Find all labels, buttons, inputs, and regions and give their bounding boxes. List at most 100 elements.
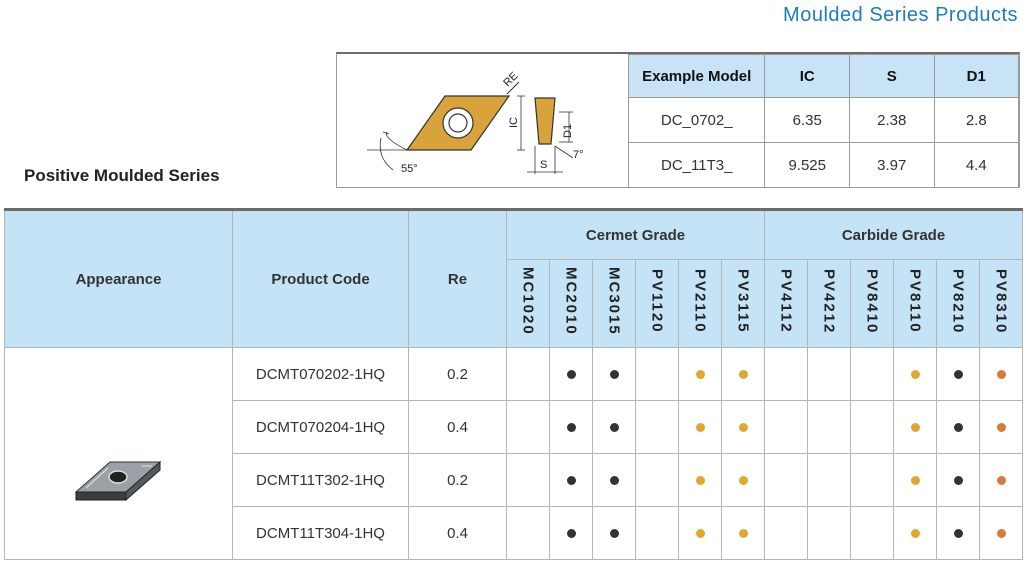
grade-availability-cell (893, 400, 937, 454)
availability-dot-gold (910, 369, 920, 379)
grade-availability-cell (893, 453, 937, 507)
grade-header-cell: PV4112 (764, 259, 808, 348)
product-code-cell: DCMT11T302-1HQ (232, 453, 409, 507)
availability-dot-gold (695, 369, 705, 379)
insert-side-shape (534, 97, 556, 145)
grade-availability-cell (506, 453, 550, 507)
grade-label: PV4112 (777, 269, 795, 334)
product-code-cell: DCMT070202-1HQ (232, 347, 409, 401)
spec-box: RE IC D1 S 7° 55° Example Model IC S (336, 52, 1020, 188)
grade-availability-cell (764, 506, 808, 560)
grade-header-cell: PV3115 (721, 259, 765, 348)
grade-availability-cell (635, 506, 679, 560)
grade-availability-cell (979, 347, 1023, 401)
grade-availability-cell (678, 453, 722, 507)
availability-dot-gold (910, 475, 920, 485)
availability-dot-gold (910, 528, 920, 538)
availability-dot-gold (738, 475, 748, 485)
spec-row: DC_11T3_ 9.525 3.97 4.4 (627, 142, 1020, 188)
header-appearance: Appearance (4, 208, 233, 348)
grade-availability-cell (592, 400, 636, 454)
re-cell: 0.2 (408, 453, 507, 507)
grade-availability-cell (936, 506, 980, 560)
grade-availability-cell (807, 453, 851, 507)
availability-dot-black (953, 369, 963, 379)
label-s: S (540, 159, 547, 171)
availability-dot-black (609, 475, 619, 485)
product-grade-table: Appearance Product Code Re Cermet Grade … (4, 208, 1023, 560)
grade-availability-cell (678, 347, 722, 401)
grade-availability-cell (936, 400, 980, 454)
availability-dot-gold (695, 422, 705, 432)
grade-header-cell: MC1020 (506, 259, 550, 348)
grade-availability-cell (635, 453, 679, 507)
availability-dot-black (566, 528, 576, 538)
grade-availability-cell (678, 506, 722, 560)
label-re: RE (501, 70, 520, 89)
re-cell: 0.4 (408, 506, 507, 560)
appearance-cell (4, 347, 233, 560)
grade-header-cell: PV2110 (678, 259, 722, 348)
grade-header-cell: MC3015 (592, 259, 636, 348)
spec-cell: DC_11T3_ (627, 142, 766, 188)
availability-dot-black (953, 528, 963, 538)
grade-availability-cell (549, 400, 593, 454)
availability-dot-gold (738, 528, 748, 538)
grade-availability-cell (721, 400, 765, 454)
grade-availability-cell (506, 506, 550, 560)
spec-row: DC_0702_ 6.35 2.38 2.8 (627, 97, 1020, 143)
availability-dot-orange (996, 369, 1006, 379)
grade-availability-cell (549, 453, 593, 507)
header-cermet-grade: Cermet Grade (506, 208, 765, 260)
availability-dot-black (566, 422, 576, 432)
grade-header-cell: PV4212 (807, 259, 851, 348)
availability-dot-gold (910, 422, 920, 432)
re-cell: 0.4 (408, 400, 507, 454)
spec-cell: 9.525 (764, 142, 851, 188)
header-product-code: Product Code (232, 208, 409, 348)
insert-dimension-diagram: RE IC D1 S 7° 55° (367, 70, 584, 175)
spec-cell: 2.8 (933, 97, 1020, 143)
grade-availability-cell (936, 453, 980, 507)
spec-cell: 3.97 (849, 142, 935, 188)
product-code-cell: DCMT070204-1HQ (232, 400, 409, 454)
availability-dot-black (609, 369, 619, 379)
grade-header-cell: PV1120 (635, 259, 679, 348)
spec-cell: 4.4 (933, 142, 1020, 188)
grade-availability-cell (721, 347, 765, 401)
grade-availability-cell (635, 347, 679, 401)
grade-availability-cell (549, 506, 593, 560)
availability-dot-orange (996, 422, 1006, 432)
grade-availability-cell (506, 347, 550, 401)
grade-availability-cell (764, 400, 808, 454)
grade-availability-cell (979, 453, 1023, 507)
availability-dot-black (953, 422, 963, 432)
grade-label: MC2010 (562, 267, 580, 336)
grade-header-cell: PV8310 (979, 259, 1023, 348)
grade-header-cell: PV8410 (850, 259, 894, 348)
grade-header-cell: PV8110 (893, 259, 937, 348)
series-title: Positive Moulded Series (24, 166, 220, 185)
grade-availability-cell (850, 506, 894, 560)
insert-product-image (74, 460, 162, 502)
grade-label: PV8410 (863, 268, 881, 335)
grade-availability-cell (807, 400, 851, 454)
grade-label: PV4212 (820, 268, 838, 335)
grade-availability-cell (592, 453, 636, 507)
availability-dot-black (609, 422, 619, 432)
grade-label: MC1020 (519, 267, 537, 336)
availability-dot-gold (738, 422, 748, 432)
grade-availability-cell (764, 453, 808, 507)
label-ic: IC (508, 117, 520, 128)
label-clearance-angle: 7° (573, 149, 584, 161)
grade-availability-cell (893, 506, 937, 560)
grade-availability-cell (936, 347, 980, 401)
header-re: Re (408, 208, 507, 348)
example-model-table: Example Model IC S D1 DC_0702_ 6.35 2.38… (627, 54, 1020, 188)
grade-availability-cell (979, 506, 1023, 560)
availability-dot-orange (996, 475, 1006, 485)
availability-dot-black (566, 369, 576, 379)
